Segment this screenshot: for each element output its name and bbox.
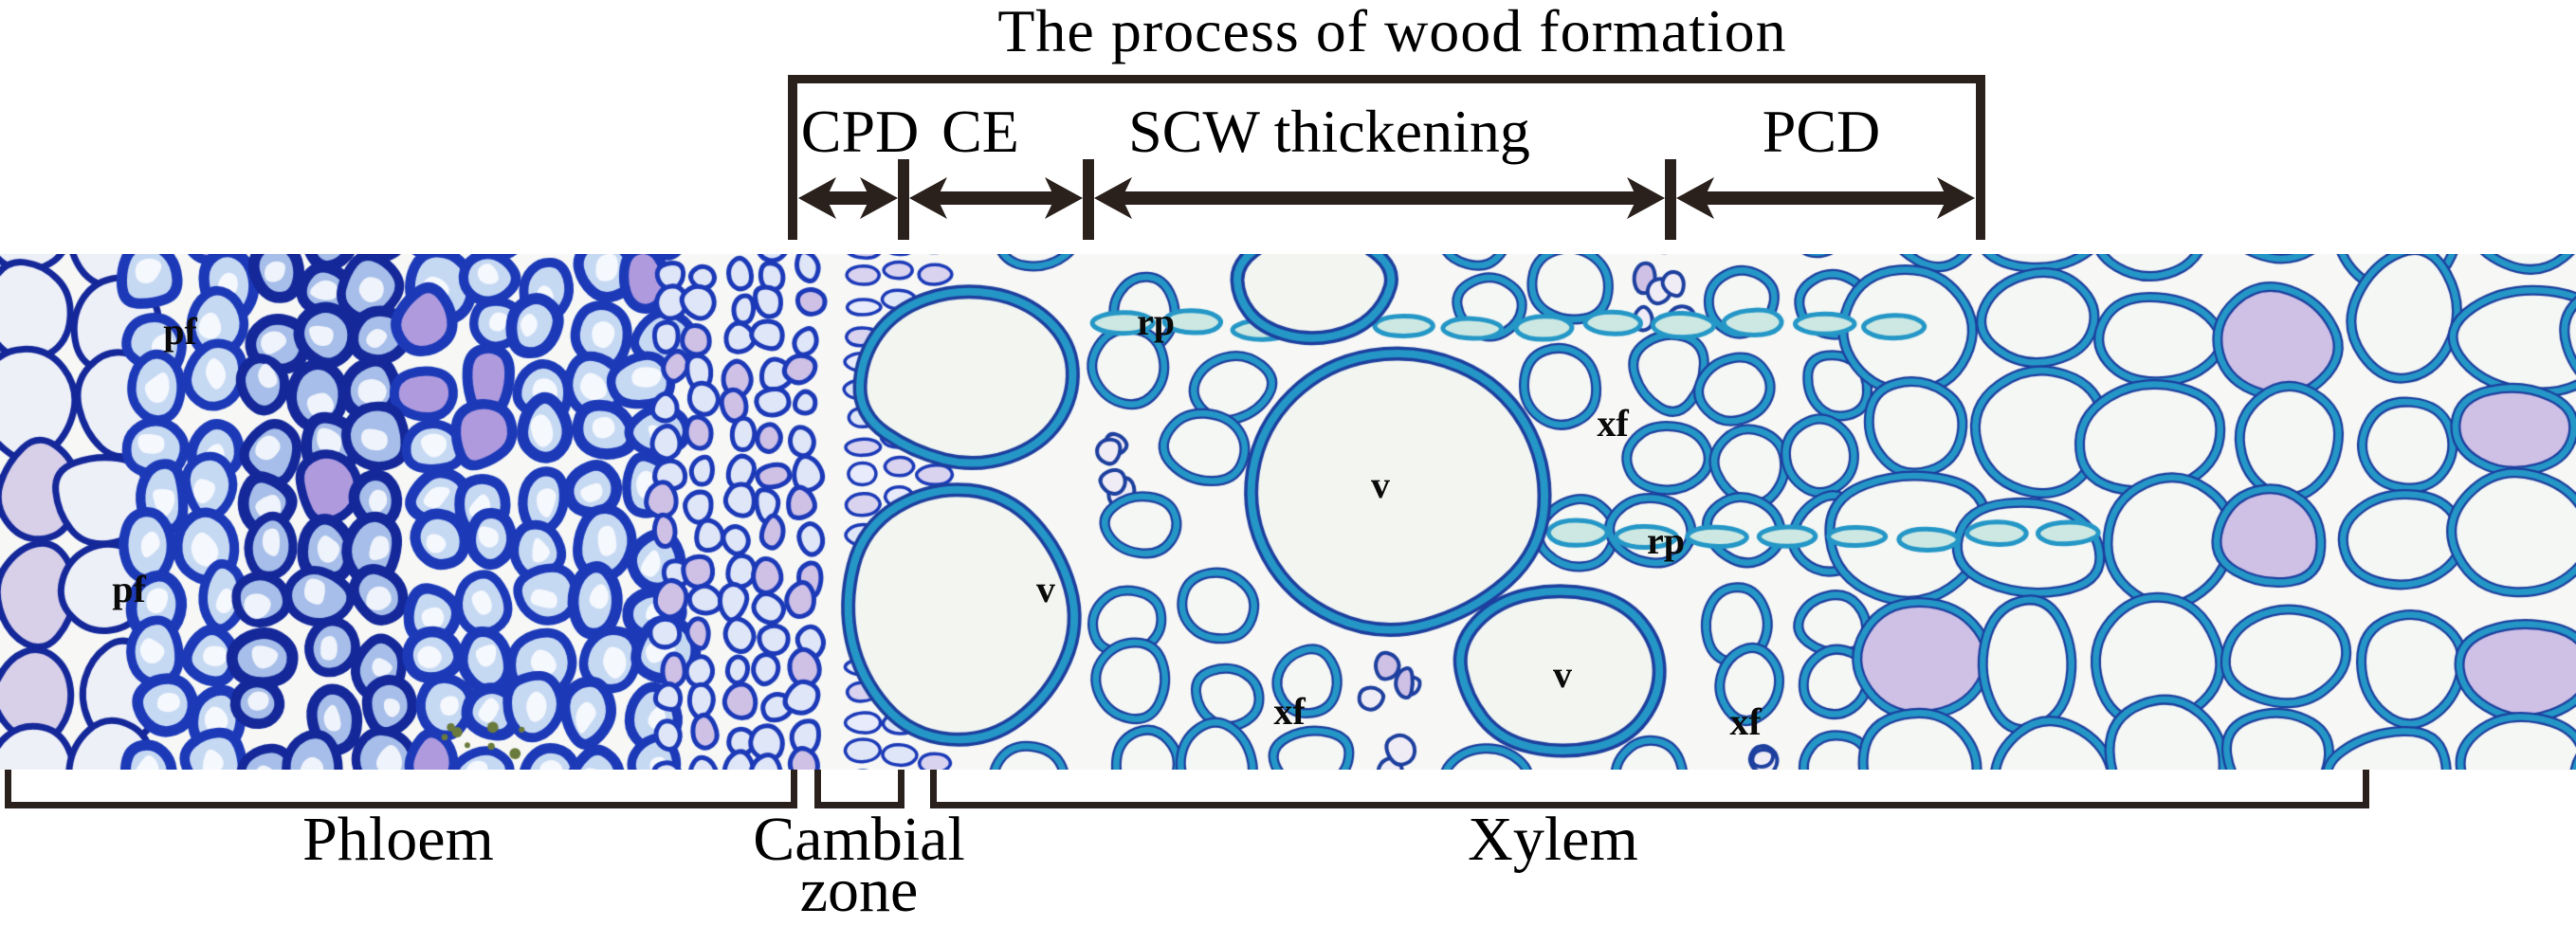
tissue-label-xylem: Xylem bbox=[1468, 805, 1638, 874]
micrograph-image bbox=[0, 254, 2576, 770]
tissue-label-cambial-line1: Cambial bbox=[753, 805, 965, 874]
tissue-brackets bbox=[5, 770, 2369, 808]
stage-label-scw-thickening: SCW thickening bbox=[1128, 98, 1530, 165]
tissue-label-cambial-line2: zone bbox=[799, 856, 919, 925]
figure-title: The process of wood formation bbox=[997, 0, 1787, 64]
tissue-label-phloem: Phloem bbox=[302, 805, 494, 874]
stage-label-pcd: PCD bbox=[1762, 98, 1881, 165]
process-bracket bbox=[788, 75, 1985, 240]
stage-label-ce: CE bbox=[941, 98, 1019, 165]
stage-label-cpd: CPD bbox=[800, 98, 920, 165]
tissue-label-cambial-zone: Cambial zone bbox=[753, 805, 965, 925]
